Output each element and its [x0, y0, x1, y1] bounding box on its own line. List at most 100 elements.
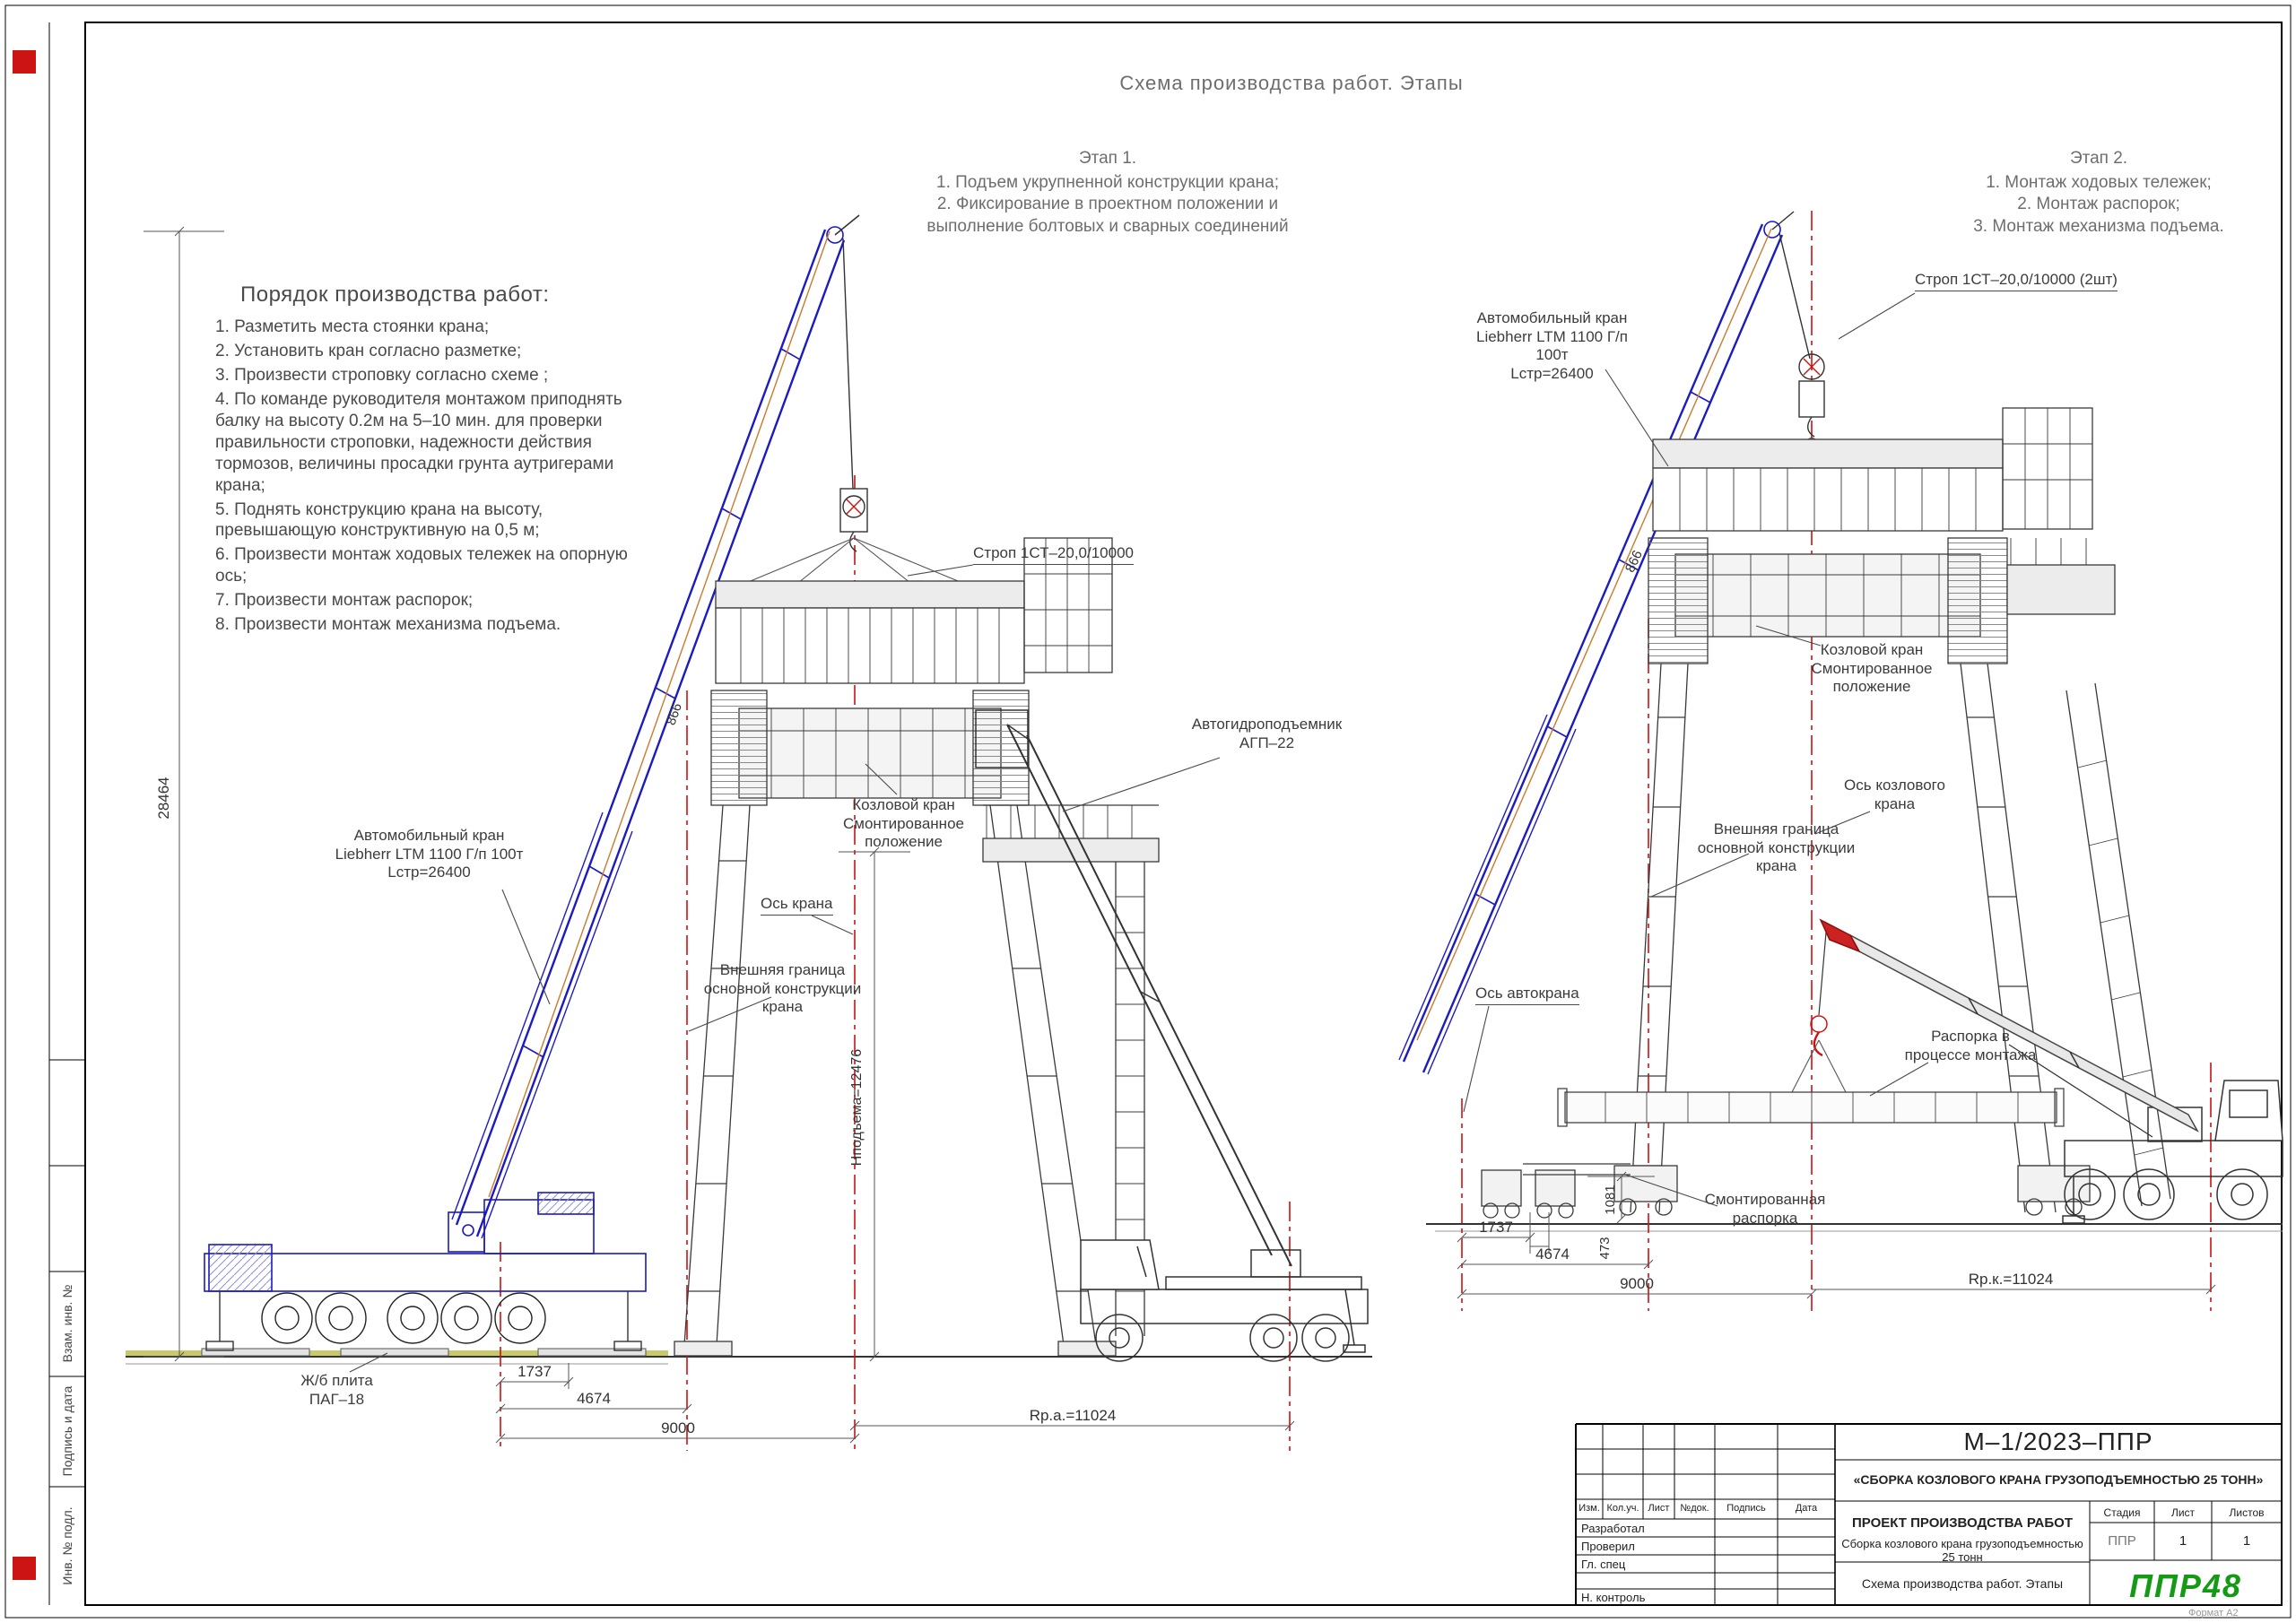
spacer-beam	[1557, 1088, 2065, 1127]
left-dimensions	[144, 226, 1295, 1444]
project-subtitle: Сборка козлового крана грузоподъемностью…	[1841, 1537, 2083, 1564]
label-right-boundary: Внешняя граница основной конструкции кра…	[1697, 820, 1856, 875]
label-left-gantry: Козловой кран Смонтированное положение	[843, 796, 964, 851]
right-dim-texts: 1737 473 1081 4674 9000 Rр.к.=11024 866	[1479, 548, 2053, 1292]
col-izm: Изм.	[1578, 1503, 1600, 1514]
sheet-frame	[4, 4, 2292, 1619]
agp22-boom	[975, 709, 1292, 1267]
col-podpis: Подпись	[1726, 1503, 1766, 1514]
label-crane-axis: Ось крана	[761, 895, 833, 916]
left-leaders	[349, 564, 1221, 1373]
label-spacer-mounted: Смонтированная распорка	[1704, 1191, 1826, 1227]
label-left-sling: Строп 1СТ–20,0/10000	[973, 544, 1134, 565]
procedure-item: 5. Поднять конструкцию крана на высоту, …	[215, 499, 544, 541]
margin-field-vzam: Взам. инв. №	[60, 1284, 74, 1363]
agp22-truck	[975, 709, 1369, 1362]
col-koluch: Кол.уч.	[1606, 1503, 1639, 1514]
sheet-value: 1	[2179, 1533, 2187, 1549]
dim-28464: 28464	[155, 777, 172, 819]
col-data: Дата	[1795, 1503, 1818, 1514]
role-ncontrol: Н. контроль	[1581, 1591, 1646, 1604]
role-checked: Проверил	[1581, 1540, 1635, 1553]
left-hook-block	[735, 238, 974, 588]
col-list: Лист	[1648, 1503, 1670, 1514]
stage1-title: Этап 1.	[1078, 149, 1137, 168]
stage2-item: 3. Монтаж механизма подъема.	[1973, 217, 2224, 237]
sheet-title-cell: Схема производства работ. Этапы	[1861, 1576, 2064, 1591]
left-mobile-crane	[204, 214, 860, 1351]
label-plate: Ж/б плита ПАГ–18	[300, 1372, 373, 1408]
dim-866-l: 866	[664, 701, 686, 727]
label-right-gantry: Козловой кран Смонтированное положение	[1811, 641, 1933, 696]
procedure-item: 2. Установить кран согласно разметке;	[215, 341, 522, 360]
format-note: Формат А2	[2188, 1608, 2239, 1619]
sheets-value: 1	[2242, 1533, 2251, 1549]
right-mobile-crane-boom	[1398, 211, 1795, 1075]
procedure-item: 1. Разметить места стоянки крана;	[215, 317, 490, 336]
title-block-grid	[1575, 1423, 2282, 1605]
truck-crane-boom	[1819, 918, 2199, 1138]
role-developed: Разработал	[1581, 1522, 1645, 1535]
stage2-title: Этап 2.	[2069, 149, 2128, 168]
sheet-label: Лист	[2170, 1506, 2196, 1519]
dim-4674-r: 4674	[1535, 1245, 1570, 1263]
right-scene: 1737 473 1081 4674 9000 Rр.к.=11024 866	[1398, 211, 2283, 1311]
dim-1737-r: 1737	[1479, 1219, 1513, 1236]
procedure-title: Порядок производства работ:	[240, 282, 550, 307]
project-title: ПРОЕКТ ПРОИЗВОДСТВА РАБОТ	[1851, 1515, 2073, 1531]
label-gantry-axis: Ось козлового крана	[1844, 777, 1945, 812]
registration-marks	[13, 50, 36, 1580]
label-autocrane-axis: Ось автокрана	[1475, 985, 1579, 1005]
dim-radius-l: Rр.а.=11024	[1030, 1407, 1117, 1424]
stage2-item: 2. Монтаж распорок;	[2017, 195, 2180, 214]
dim-9000-r: 9000	[1620, 1275, 1654, 1292]
procedure-item: 4. По команде руководителя монтажом прип…	[215, 389, 622, 495]
stage1-item: 2. Фиксирование в проектном положении и …	[926, 195, 1289, 237]
label-left-crane: Автомобильный кран Liebherr LTM 1100 Г/п…	[335, 827, 524, 881]
stage2-block: Этап 2. 1. Монтаж ходовых тележек; 2. Мо…	[1928, 148, 2269, 239]
left-ground	[126, 1348, 1372, 1365]
dim-866-r: 866	[1622, 548, 1646, 575]
gantry-bogies	[1481, 1163, 2091, 1219]
dim-1737-l: 1737	[517, 1363, 552, 1380]
dim-hoist: Hподъема=12476	[849, 1049, 865, 1166]
sheets-label: Листов	[2229, 1506, 2265, 1519]
margin-field-inv: Инв. № подл.	[60, 1506, 74, 1585]
right-gantry-crane	[1481, 407, 2171, 1219]
left-scene: 28464 Hподъема=12476 1737 4674 9000 Rр.а…	[126, 214, 1372, 1451]
right-ground	[1426, 1223, 2283, 1232]
procedure-item: 3. Произвести строповку согласно схеме ;	[215, 365, 549, 385]
stage-value: ППР	[2108, 1533, 2136, 1549]
company-logo: ППР48	[2129, 1567, 2242, 1604]
red-mark-top	[13, 50, 36, 74]
right-leaders	[1463, 292, 1929, 1207]
dim-radius-r: Rр.к.=11024	[1969, 1271, 2054, 1288]
stage-label: Стадия	[2103, 1506, 2141, 1519]
procedure-item: 8. Произвести монтаж механизма подъема.	[215, 615, 561, 635]
left-gantry-crane	[674, 537, 1160, 1357]
margin-field-podpis: Подпись и дата	[60, 1385, 74, 1477]
label-right-sling: Строп 1СТ–20,0/10000 (2шт)	[1915, 271, 2118, 291]
truck-crane	[1791, 918, 2283, 1224]
label-spacer-progress: Распорка в процессе монтажа	[1904, 1028, 2037, 1063]
stage1-item: 1. Подъем укрупненной конструкции крана;	[936, 172, 1279, 192]
doc-title: «СБОРКА КОЗЛОВОГО КРАНА ГРУЗОПОДЪЕМНОСТЬ…	[1853, 1472, 2264, 1487]
dim-9000-l: 9000	[661, 1419, 695, 1436]
label-right-crane: Автомобильный кран Liebherr LTM 1100 Г/п…	[1476, 309, 1628, 383]
right-dimensions	[1457, 1171, 2216, 1299]
col-ndok: №док.	[1680, 1503, 1709, 1514]
procedure-block: Порядок производства работ: 1. Разметить…	[215, 282, 646, 638]
doc-number: М–1/2023–ППР	[1963, 1428, 2153, 1455]
dim-473: 473	[1597, 1237, 1613, 1259]
dim-4674-l: 4674	[577, 1390, 611, 1407]
role-chief: Гл. спец	[1581, 1558, 1626, 1571]
stage2-item: 1. Монтаж ходовых тележек;	[1986, 172, 2212, 192]
left-boom	[451, 214, 860, 1239]
procedure-item: 7. Произвести монтаж распорок;	[215, 591, 474, 611]
red-mark-bottom	[13, 1557, 36, 1580]
stage1-block: Этап 1. 1. Подъем укрупненной конструкци…	[906, 148, 1309, 239]
sheet-heading: Схема производства работ. Этапы	[1119, 72, 1464, 94]
label-agp22: Автогидроподъемник АГП–22	[1191, 716, 1343, 751]
